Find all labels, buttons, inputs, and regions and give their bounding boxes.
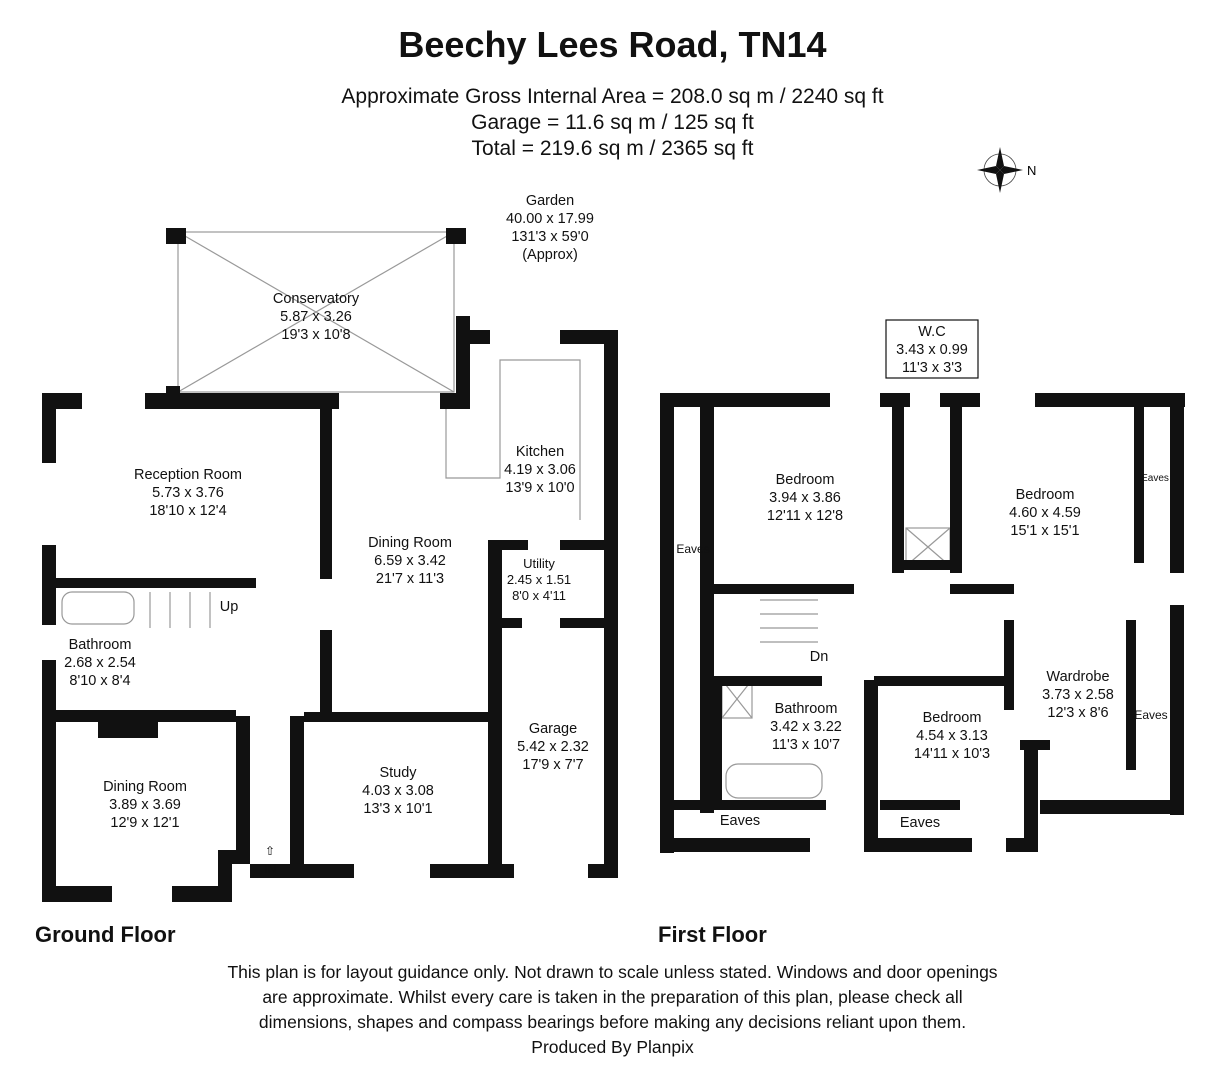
garden-label: Garden 40.00 x 17.99 131'3 x 59'0 (Appro… <box>490 192 610 264</box>
stairs-down-label: Dn <box>809 649 829 665</box>
plan-title: Beechy Lees Road, TN14 <box>398 24 827 65</box>
producer-credit: Produced By Planpix <box>531 1037 694 1057</box>
stairs-up-label: Up <box>219 599 239 615</box>
eaves-label-right: Eaves <box>1134 708 1168 722</box>
compass-north-label: N <box>1027 163 1036 178</box>
garage-area: Garage = 11.6 sq m / 125 sq ft <box>471 111 754 134</box>
compass-icon: N <box>977 147 1036 193</box>
disclaimer: This plan is for layout guidance only. N… <box>0 960 1225 1060</box>
gross-internal-area: Approximate Gross Internal Area = 208.0 … <box>341 85 884 108</box>
disclaimer-line: This plan is for layout guidance only. N… <box>227 962 998 982</box>
total-area: Total = 219.6 sq m / 2365 sq ft <box>471 137 754 160</box>
conservatory-outline <box>177 231 455 393</box>
wc-label-box <box>885 319 979 379</box>
eaves-label-bottom-middle: Eaves <box>899 815 941 831</box>
eaves-label-top-right: Eaves <box>1141 473 1169 484</box>
entrance-label: IN <box>264 862 276 876</box>
disclaimer-line: dimensions, shapes and compass bearings … <box>258 1012 967 1032</box>
eaves-label-left: Eaves <box>676 542 710 556</box>
ground-floor-walls <box>42 228 618 902</box>
garden-imperial: 131'3 x 59'0 <box>511 229 589 245</box>
first-floor-walls <box>660 393 1185 853</box>
disclaimer-line: are approximate. Whilst every care is ta… <box>262 987 963 1007</box>
garden-metric: 40.00 x 17.99 <box>506 211 594 227</box>
entrance-arrow-icon: ⇧ <box>264 844 276 858</box>
first-floor-label: First Floor <box>658 922 767 947</box>
garden-name: Garden <box>525 193 575 209</box>
ground-floor-label: Ground Floor <box>35 922 176 947</box>
garden-note: (Approx) <box>522 247 578 263</box>
eaves-label-bottom-left: Eaves <box>719 813 761 829</box>
